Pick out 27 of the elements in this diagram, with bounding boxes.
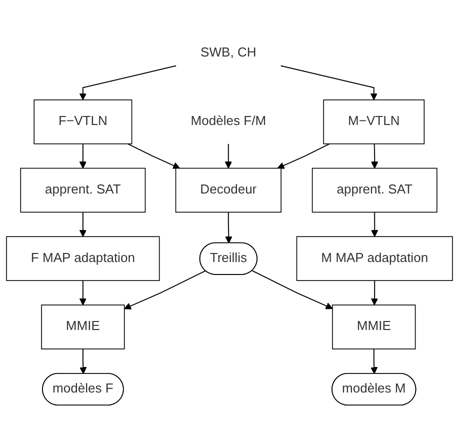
- arrow: [79, 211, 87, 237]
- node-box: apprent. SAT: [20, 168, 146, 212]
- arrow: [280, 64, 378, 100]
- node-box: MMIE: [332, 304, 416, 350]
- arrow: [277, 143, 330, 169]
- node-box: apprent. SAT: [312, 168, 438, 212]
- node-text: SWB, CH: [200, 46, 256, 60]
- arrow: [80, 348, 87, 374]
- arrow: [79, 280, 87, 305]
- arrow: [224, 143, 232, 168]
- arrow: [225, 211, 232, 244]
- arrow: [370, 280, 378, 305]
- arrow: [124, 270, 206, 310]
- node-box: MMIE: [41, 304, 125, 350]
- node-text: Modèles F/M: [190, 114, 266, 128]
- node-box: Decodeur: [175, 168, 282, 212]
- arrow: [371, 143, 378, 168]
- arrow: [371, 211, 378, 237]
- arrow: [79, 64, 177, 100]
- node-box: F MAP adaptation: [6, 236, 160, 281]
- arrow: [127, 143, 180, 169]
- node-box: M−VTLN: [323, 99, 425, 144]
- arrow: [370, 348, 378, 374]
- node-box: M MAP adaptation: [296, 236, 453, 281]
- arrow: [252, 270, 333, 309]
- arrow: [79, 143, 87, 168]
- node-box: F−VTLN: [34, 99, 132, 144]
